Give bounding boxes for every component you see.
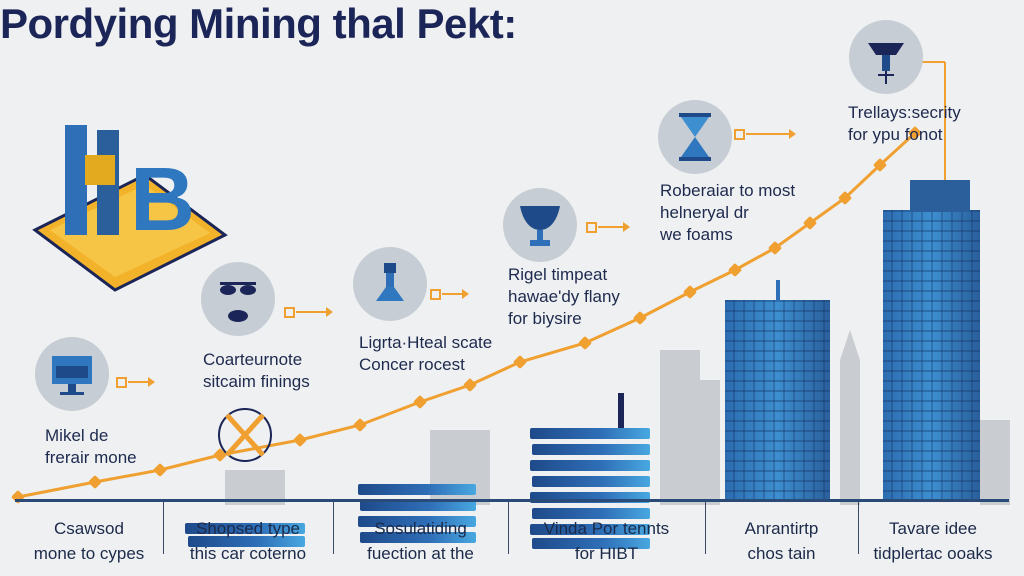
line-node [463, 378, 477, 392]
label-line: Tavare idee [889, 518, 977, 538]
step-6-text: Trellays:secrity for ypu fonot [848, 102, 961, 146]
label-line: chos tain [747, 543, 816, 563]
step-5-text: Roberaiar to most helneryal dr we foams [660, 180, 795, 246]
divider [705, 502, 706, 554]
step-line: Ligrta·Hteal scate [359, 333, 493, 352]
step-line: Concer rocest [359, 355, 465, 374]
label-line: Sosulatiding [374, 518, 467, 538]
bottom-label-5: Anrantirtp chos tain [705, 505, 858, 576]
building-5 [883, 210, 980, 500]
arrow-icon [284, 307, 333, 318]
step-4-text: Rigel timpeat hawae'dy flany for biysire [508, 264, 620, 330]
logo-letter: B [130, 150, 195, 250]
tower-icon [849, 20, 923, 94]
step-line: helneryal dr [660, 203, 749, 222]
divider [163, 502, 164, 554]
label-line: Vinda Por tennts [543, 518, 670, 538]
skyline-background [225, 330, 1010, 505]
line-node [683, 285, 697, 299]
arrow-icon [586, 222, 630, 233]
face-icon [201, 262, 275, 336]
bottom-label-3: Sosulatiding fuection at the [333, 505, 508, 576]
pedestal-icon [353, 247, 427, 321]
step-line: for biysire [508, 309, 582, 328]
label-line: Csawsod [54, 518, 124, 538]
step-2-text: Coarteurnote sitcaim finings [203, 349, 310, 393]
step-line: hawae'dy flany [508, 287, 620, 306]
building-4 [725, 300, 830, 500]
line-node [633, 311, 647, 325]
label-line: Anrantirtp [744, 518, 819, 538]
monitor-icon [35, 337, 109, 411]
label-line: tidplertac ooaks [873, 543, 993, 563]
step-line: we foams [660, 225, 733, 244]
label-line: for HIBT [574, 543, 639, 563]
bottom-label-4: Vinda Por tennts for HIBT [508, 505, 705, 576]
step-3-text: Ligrta·Hteal scate Concer rocest [359, 332, 492, 376]
line-node [293, 433, 307, 447]
line-node [413, 395, 427, 409]
step-line: Trellays:secrity [848, 103, 961, 122]
line-node [838, 191, 852, 205]
line-node [728, 263, 742, 277]
bottom-label-1: Csawsod mone to cypes [15, 505, 163, 576]
bitcoin-logo-icon: B [32, 125, 228, 292]
line-node [578, 336, 592, 350]
line-node [513, 355, 527, 369]
bottom-label-6: Tavare idee tidplertac ooaks [858, 505, 1008, 576]
page-title: Pordying Mining thal Pekt: [0, 0, 517, 47]
line-node [153, 463, 167, 477]
step-line: for ypu fonot [848, 125, 943, 144]
label-line: Shopsed type [196, 518, 300, 538]
arrow-icon [734, 129, 796, 140]
step-line: Coarteurnote [203, 350, 303, 369]
label-line: mone to cypes [33, 543, 145, 563]
step-line: Mikel de [45, 426, 109, 445]
arrow-icon [430, 289, 469, 300]
divider [858, 502, 859, 554]
bottom-label-2: Shopsed type this car coterno [163, 505, 333, 576]
step-line: sitcaim finings [203, 372, 310, 391]
arrow-icon [116, 377, 155, 388]
line-node [873, 158, 887, 172]
line-node [213, 448, 227, 462]
hourglass-icon [658, 100, 732, 174]
goblet-icon [503, 188, 577, 262]
step-line: Rigel timpeat [508, 265, 608, 284]
step-line: frerair mone [45, 448, 137, 467]
baseline [15, 499, 1009, 502]
divider [508, 502, 509, 554]
line-node [803, 216, 817, 230]
step-1-text: Mikel de frerair mone [45, 425, 137, 469]
line-node [908, 126, 922, 140]
divider [333, 502, 334, 554]
step-line: Roberaiar to most [660, 181, 796, 200]
compass-icon [218, 408, 272, 462]
line-node [768, 241, 782, 255]
line-node [353, 418, 367, 432]
label-line: fuection at the [367, 543, 474, 563]
line-node [88, 475, 102, 489]
label-line: this car coterno [189, 543, 307, 563]
